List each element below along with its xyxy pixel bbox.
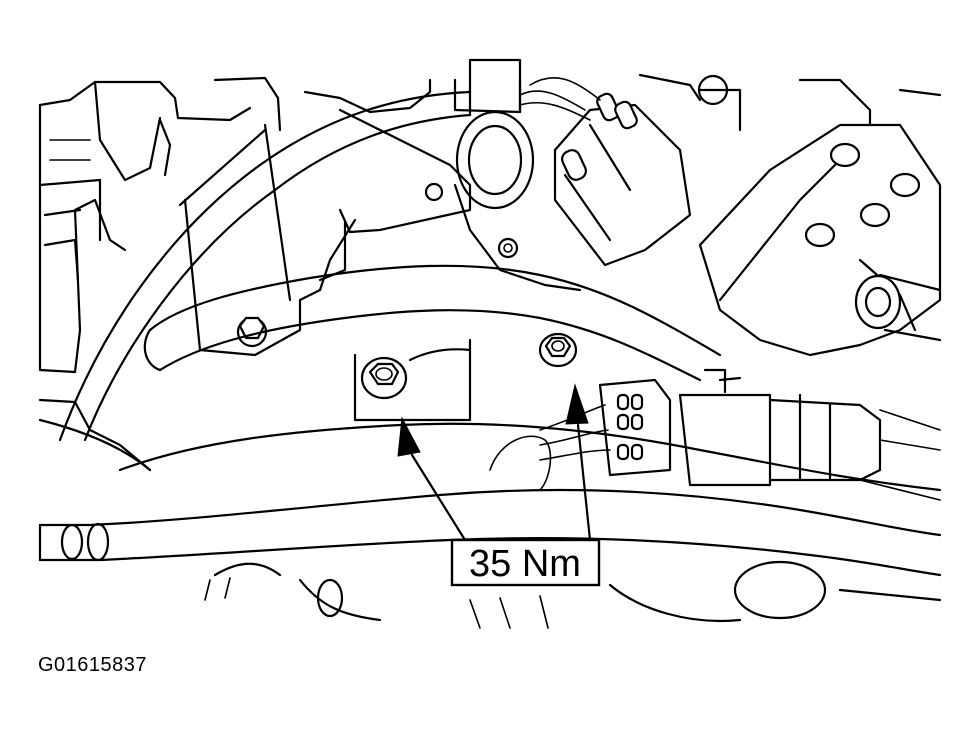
left-arrow-line <box>410 453 467 542</box>
right-arrow-line <box>576 423 592 542</box>
middle-hose <box>143 264 722 382</box>
upper-hose <box>58 90 472 442</box>
torque-value-label: 35 Nm <box>469 543 581 585</box>
left-arrow-head <box>397 416 421 457</box>
figure-id-label: G01615837 <box>38 654 148 676</box>
upper-left-housing <box>38 76 432 472</box>
right-bracket-plate <box>698 78 942 357</box>
torque-callout-arrows <box>397 383 592 542</box>
central-pulley <box>453 58 582 292</box>
upper-electrical-connector <box>519 73 742 267</box>
torque-callout: 35 Nm <box>450 538 601 587</box>
illustration-area <box>38 58 942 629</box>
upper-mount-bracket <box>178 108 472 357</box>
lower-electrical-connector <box>489 368 941 501</box>
torque-bolts <box>353 332 578 422</box>
lower-hoses <box>38 418 942 629</box>
torque-callout-box <box>450 538 601 587</box>
right-arrow-head <box>565 383 589 425</box>
